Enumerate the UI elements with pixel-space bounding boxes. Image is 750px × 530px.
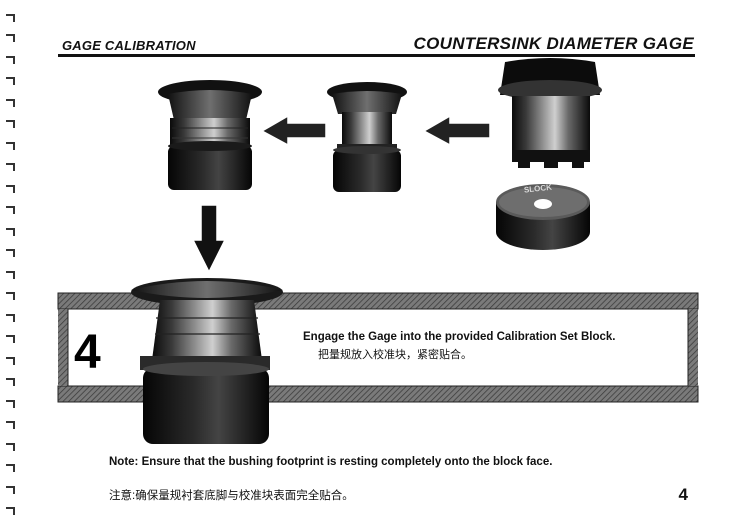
binding-mark <box>6 464 15 472</box>
binding-mark <box>6 56 15 64</box>
step-instruction-zh: 把量规放入校准块，紧密贴合。 <box>318 349 472 361</box>
step-number: 4 <box>74 326 101 379</box>
binding-mark <box>6 34 15 42</box>
binding-mark <box>6 443 15 451</box>
step-instruction: Engage the Gage into the provided Calibr… <box>303 331 616 343</box>
arrow-left-icon <box>260 114 327 147</box>
binding-mark <box>6 99 15 107</box>
gage-over-block-photo <box>327 82 407 192</box>
binding-mark <box>6 185 15 193</box>
binding-mark <box>6 228 15 236</box>
arrow-down-icon <box>191 204 227 274</box>
binding-mark <box>6 507 15 515</box>
gage-photo <box>498 58 602 168</box>
binding-mark <box>6 335 15 343</box>
page-number: 4 <box>678 485 688 504</box>
binding-mark <box>6 163 15 171</box>
arrow-left-icon <box>422 114 491 147</box>
binding-mark <box>6 486 15 494</box>
binding-mark <box>6 400 15 408</box>
binding-mark <box>6 77 15 85</box>
header-rule <box>58 54 695 57</box>
binding-holes <box>0 0 20 530</box>
page-title: COUNTERSINK DIAMETER GAGE <box>413 34 694 53</box>
engaged-gage-photo <box>158 80 262 190</box>
block-engraving: SLOCK <box>524 183 553 195</box>
binding-mark <box>6 292 15 300</box>
binding-mark <box>6 378 15 386</box>
binding-mark <box>6 142 15 150</box>
calibration-block-photo: SLOCK <box>496 183 590 250</box>
binding-mark <box>6 314 15 322</box>
binding-mark <box>6 120 15 128</box>
section-title: GAGE CALIBRATION <box>62 38 196 53</box>
binding-mark <box>6 14 15 22</box>
note-text-zh: 注意:确保量规衬套底脚与校准块表面完全贴合。 <box>109 490 354 502</box>
binding-mark <box>6 421 15 429</box>
binding-mark <box>6 249 15 257</box>
binding-mark <box>6 357 15 365</box>
binding-mark <box>6 206 15 214</box>
engaged-gage-closeup <box>131 278 283 444</box>
note-text: Note: Ensure that the bushing footprint … <box>109 456 553 468</box>
binding-mark <box>6 271 15 279</box>
